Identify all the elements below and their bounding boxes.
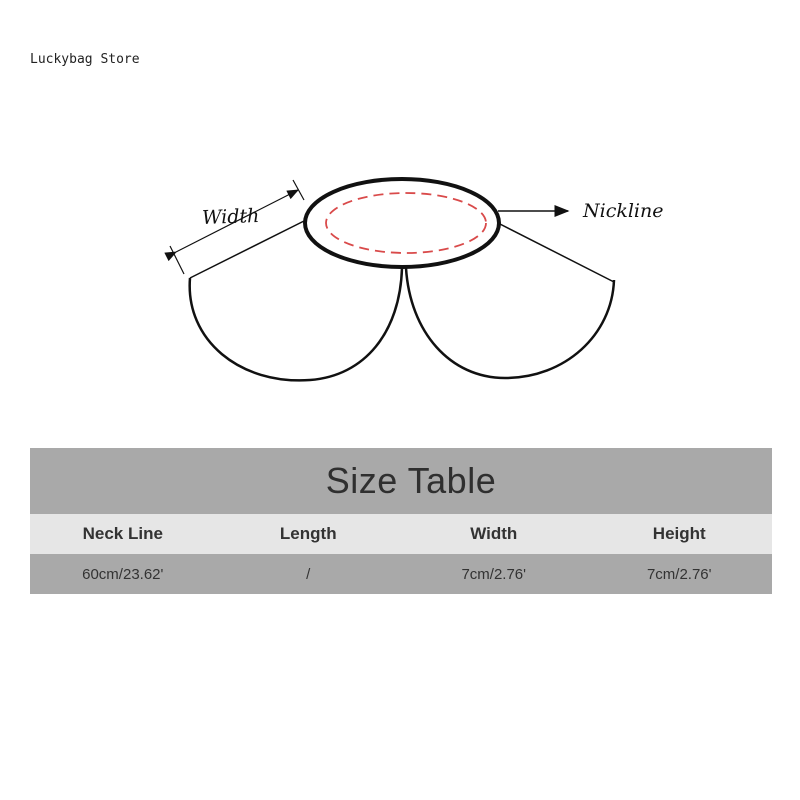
store-name: Luckybag Store (30, 52, 140, 67)
size-table-title-row: Size Table (30, 448, 772, 514)
header-length: Length (279, 524, 337, 543)
width-extension-right (292, 179, 305, 201)
header-height: Height (652, 524, 706, 543)
width-dimension-arrow (164, 189, 300, 262)
right-shoulder-line (495, 221, 615, 283)
neckline-label: Nickline (582, 200, 664, 222)
neckline-outline (303, 177, 501, 269)
value-width: 7cm/2.76' (461, 565, 527, 583)
size-table-header-row: Neck Line Length Width Height (30, 514, 772, 554)
header-width: Width (470, 524, 518, 543)
value-height: 7cm/2.76' (646, 565, 712, 583)
left-collar-petal (188, 267, 404, 382)
size-table: Size Table Neck Line Length Width Height… (30, 448, 772, 594)
neckline-dashed-outline (325, 192, 487, 254)
collar-diagram: Nickline Width (164, 177, 664, 382)
right-collar-petal (404, 267, 616, 380)
size-table-title: Size Table (325, 460, 497, 501)
header-neck-line: Neck Line (82, 524, 163, 543)
size-table-value-row: 60cm/23.62' / 7cm/2.76' 7cm/2.76' (30, 554, 772, 594)
width-extension-left (169, 245, 185, 275)
value-length: / (306, 565, 311, 583)
width-label: Width (202, 205, 260, 229)
value-neck-line: 60cm/23.62' (82, 565, 164, 583)
